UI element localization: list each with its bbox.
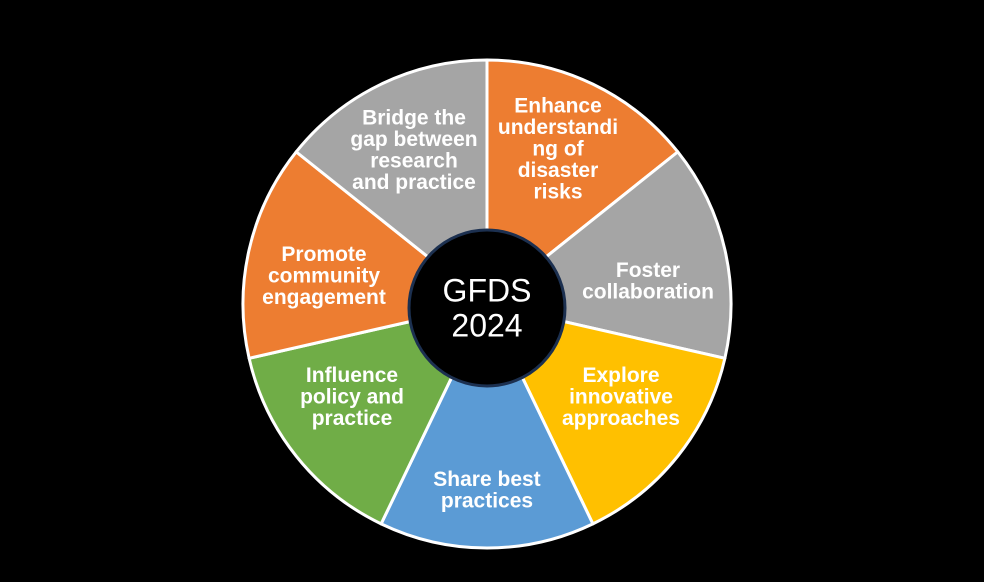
segment-share-best-practices xyxy=(379,302,595,550)
segment-bridge-gap xyxy=(294,58,489,306)
center-circle xyxy=(407,228,567,388)
segment-enhance-understanding xyxy=(485,58,680,306)
